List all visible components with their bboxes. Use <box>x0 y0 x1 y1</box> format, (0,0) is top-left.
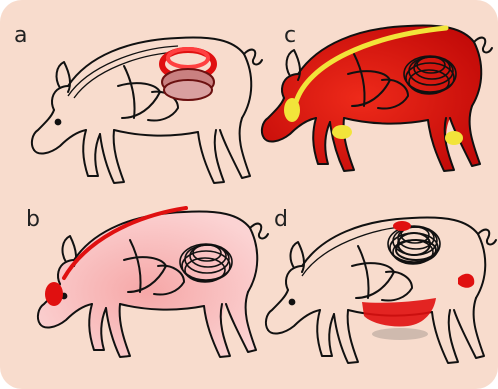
panel-b-head-spot <box>45 282 63 306</box>
panel-a-label: a <box>14 23 27 48</box>
panel-c-front-joint <box>332 125 352 139</box>
panel-d-belly-shadow <box>372 328 428 340</box>
panel-c-label: c <box>284 23 296 48</box>
panel-c-head-joint <box>284 98 300 122</box>
panel-d-back-lesion <box>393 221 411 231</box>
panel-b-label: b <box>26 207 40 232</box>
panel-c-rear-joint <box>445 131 463 145</box>
panel-d-label: d <box>274 207 288 232</box>
